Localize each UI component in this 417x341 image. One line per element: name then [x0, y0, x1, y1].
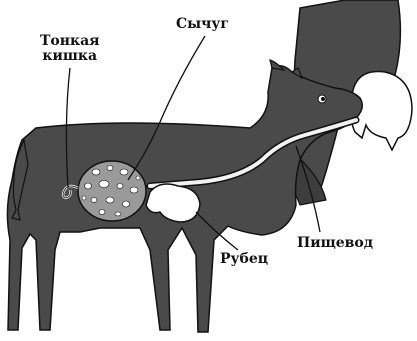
label-abomasum: Сычуг	[176, 17, 229, 32]
calf-pupil	[321, 97, 325, 101]
label-esophagus: Пищевод	[297, 236, 373, 251]
label-small-intestine-line2: кишка	[40, 49, 100, 64]
label-small-intestine-line1: Тонкая	[40, 34, 100, 49]
calf-ear-left	[270, 60, 284, 70]
label-rumen: Рубец	[220, 252, 268, 267]
label-small-intestine: Тонкая кишка	[40, 34, 100, 64]
